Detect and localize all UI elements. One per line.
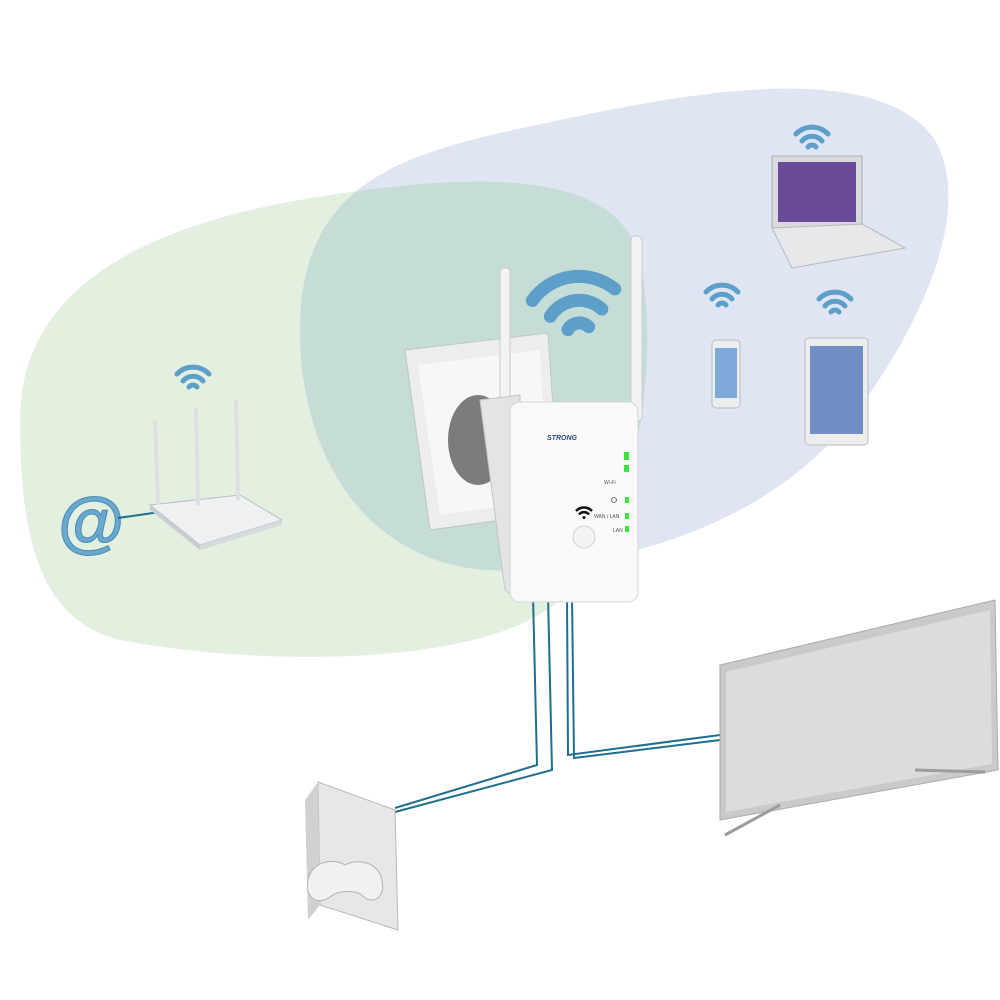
antenna-right [630, 235, 643, 422]
smartphone-icon [711, 339, 741, 409]
svg-text:@: @ [58, 484, 124, 560]
wps-button[interactable] [572, 525, 596, 549]
power-icon [611, 497, 617, 503]
router-icon [148, 399, 284, 550]
tv-icon [719, 599, 999, 837]
at-sign-icon: @ [58, 484, 125, 561]
brand-logo: STRONG [547, 435, 578, 442]
led-signal-1 [624, 452, 629, 460]
led-signal-2 [624, 465, 629, 472]
led-power [625, 497, 629, 503]
wifi-extender-icon: STRONG Wi-Fi WAN / LAN LAN [479, 394, 639, 603]
led-label-lan: LAN [613, 528, 623, 534]
led-label-wan-lan: WAN / LAN [594, 514, 620, 520]
laptop-icon [771, 155, 907, 269]
wps-wifi-icon [575, 506, 593, 519]
led-lan [625, 526, 629, 532]
internet-cable [117, 511, 161, 519]
led-label-wifi: Wi-Fi [604, 480, 616, 486]
game-console-icon [305, 781, 399, 931]
antenna-left [499, 267, 511, 419]
ethernet-cables [394, 594, 721, 813]
led-wan-lan [625, 513, 629, 519]
overlap-zone [300, 181, 648, 571]
tablet-icon [804, 337, 869, 446]
